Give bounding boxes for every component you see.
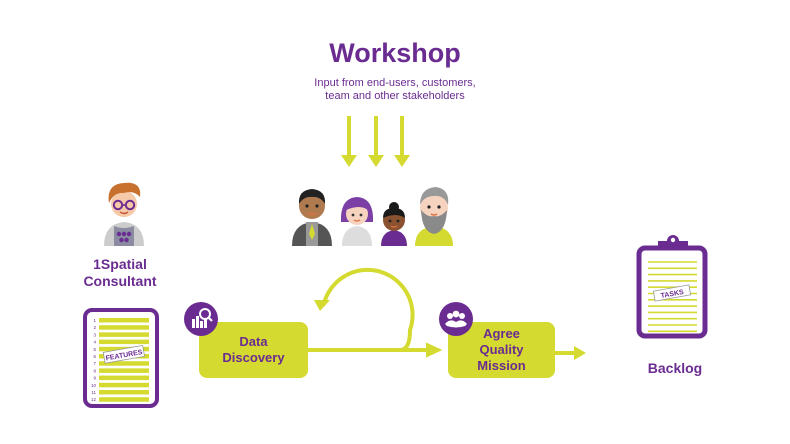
workshop-subtitle-line2: team and other stakeholders: [325, 90, 465, 102]
consultant-avatar-icon: [104, 182, 144, 246]
consultant-label: 1Spatial Consultant: [50, 256, 190, 290]
input-arrow-2-icon: [368, 116, 384, 167]
feature-line-number: 6: [93, 354, 96, 359]
feature-line: [99, 325, 149, 330]
consultant-label-line1: 1Spatial: [93, 256, 147, 272]
output-arrow-icon: [555, 346, 586, 360]
step-data-discovery-line1: Data: [239, 334, 268, 349]
feature-line-number: 5: [93, 347, 96, 352]
feature-line: [99, 382, 149, 388]
feature-line-number: 3: [93, 332, 96, 337]
feature-line: [99, 361, 149, 366]
input-arrows: [341, 116, 410, 167]
step-agree-line2: Quality: [479, 342, 524, 357]
input-arrow-1-icon: [341, 116, 357, 167]
stakeholder-man-suit-icon: [292, 189, 332, 246]
feature-line-number: 1: [93, 318, 96, 323]
feature-line-number: 9: [93, 376, 96, 381]
feature-line: [99, 375, 149, 381]
input-arrow-3-icon: [394, 116, 410, 167]
feature-line-number: 11: [91, 390, 96, 395]
workshop-title: Workshop: [329, 38, 461, 68]
step-data-discovery-line2: Discovery: [222, 350, 285, 365]
step-data-discovery: Data Discovery: [199, 322, 308, 378]
consultant-label-line2: Consultant: [83, 273, 157, 289]
feature-line: [99, 332, 149, 337]
stakeholder-bearded-man-icon: [415, 187, 453, 246]
feature-line: [99, 339, 149, 345]
feature-line: [99, 318, 149, 323]
feature-line: [99, 390, 149, 395]
workshop-subtitle-line1: Input from end-users, customers,: [314, 77, 476, 89]
step-agree-line1: Agree: [483, 326, 520, 341]
feature-line-number: 12: [91, 397, 97, 402]
workshop-subtitle: Input from end-users, customers, team an…: [0, 77, 790, 103]
stakeholder-woman-purple-hair-icon: [340, 197, 374, 246]
backlog-clipboard-icon: TASKS: [636, 235, 708, 339]
backlog-label: Backlog: [647, 360, 703, 376]
feature-line: [99, 397, 149, 402]
chart-magnifier-icon: [184, 302, 218, 336]
feature-line-number: 4: [93, 340, 96, 345]
step-agree-line3: Mission: [477, 358, 526, 373]
iteration-loop-arrow-icon: [308, 267, 443, 358]
feature-line-number: 8: [93, 368, 96, 373]
feature-line: [99, 368, 149, 373]
stakeholder-woman-bun-icon: [381, 202, 407, 246]
feature-line-number: 7: [93, 361, 96, 366]
feature-line-number: 2: [93, 325, 96, 330]
people-group-icon: [439, 302, 473, 336]
tasks-stamp: TASKS: [660, 289, 684, 300]
feature-line-number: 10: [91, 383, 97, 388]
